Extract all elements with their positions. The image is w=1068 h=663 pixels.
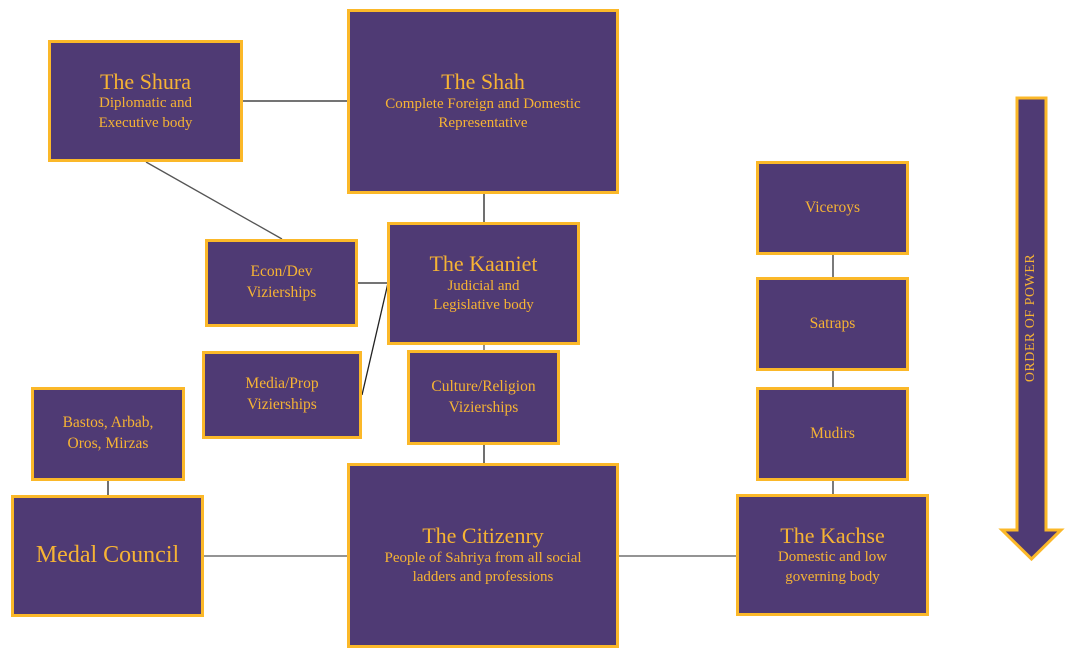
node-bastos-arbab-oros-mirzas: Bastos, Arbab, Oros, Mirzas	[31, 387, 185, 481]
node-citizenry: The Citizenry People of Sahriya from all…	[347, 463, 619, 648]
node-title: Medal Council	[35, 542, 180, 569]
node-media-prop-vizierships: Media/Prop Vizierships	[202, 351, 362, 439]
node-satraps: Satraps	[756, 277, 909, 371]
node-label: Econ/Dev	[250, 263, 313, 281]
node-kaaniet: The Kaaniet Judicial and Legislative bod…	[387, 222, 580, 345]
node-shura: The Shura Diplomatic and Executive body	[48, 40, 243, 162]
node-mudirs: Mudirs	[756, 387, 909, 481]
node-label: Vizierships	[247, 396, 317, 413]
node-title: The Kachse	[780, 522, 885, 548]
node-subtitle: ladders and professions	[412, 569, 554, 586]
node-kachse: The Kachse Domestic and low governing bo…	[736, 494, 929, 616]
node-subtitle: Complete Foreign and Domestic	[385, 95, 581, 112]
node-subtitle: Executive body	[98, 114, 193, 131]
node-label: Bastos, Arbab,	[62, 414, 154, 432]
node-label: Satraps	[809, 314, 856, 332]
node-label: Mudirs	[810, 424, 855, 442]
order-of-power-label: ORDER OF POWER	[1023, 253, 1038, 383]
node-shah: The Shah Complete Foreign and Domestic R…	[347, 9, 619, 194]
node-label: Viceroys	[804, 198, 861, 216]
node-econ-dev-vizierships: Econ/Dev Vizierships	[205, 239, 358, 327]
node-label: Vizierships	[246, 284, 317, 301]
node-label: Oros, Mirzas	[67, 435, 149, 452]
node-medal-council: Medal Council	[11, 495, 204, 617]
node-subtitle: Domestic and low	[777, 549, 888, 566]
node-label: Culture/Religion	[431, 377, 536, 395]
edge-shura-econ	[145, 161, 283, 240]
node-subtitle: Diplomatic and	[99, 95, 192, 112]
node-subtitle: People of Sahriya from all social	[384, 549, 582, 566]
node-subtitle: Representative	[438, 115, 528, 132]
node-label: Vizierships	[448, 398, 519, 416]
node-culture-religion-vizierships: Culture/Religion Vizierships	[407, 350, 560, 445]
node-title: The Shura	[99, 68, 192, 94]
node-viceroys: Viceroys	[756, 161, 909, 255]
node-title: The Shah	[441, 69, 525, 95]
node-title: The Citizenry	[422, 523, 544, 549]
node-subtitle: governing body	[785, 568, 880, 585]
node-label: Media/Prop	[245, 375, 319, 393]
node-subtitle: Judicial and	[447, 277, 520, 294]
node-subtitle: Legislative body	[433, 297, 534, 314]
edge-media-kaaniet	[361, 282, 389, 396]
node-title: The Kaaniet	[429, 251, 538, 277]
